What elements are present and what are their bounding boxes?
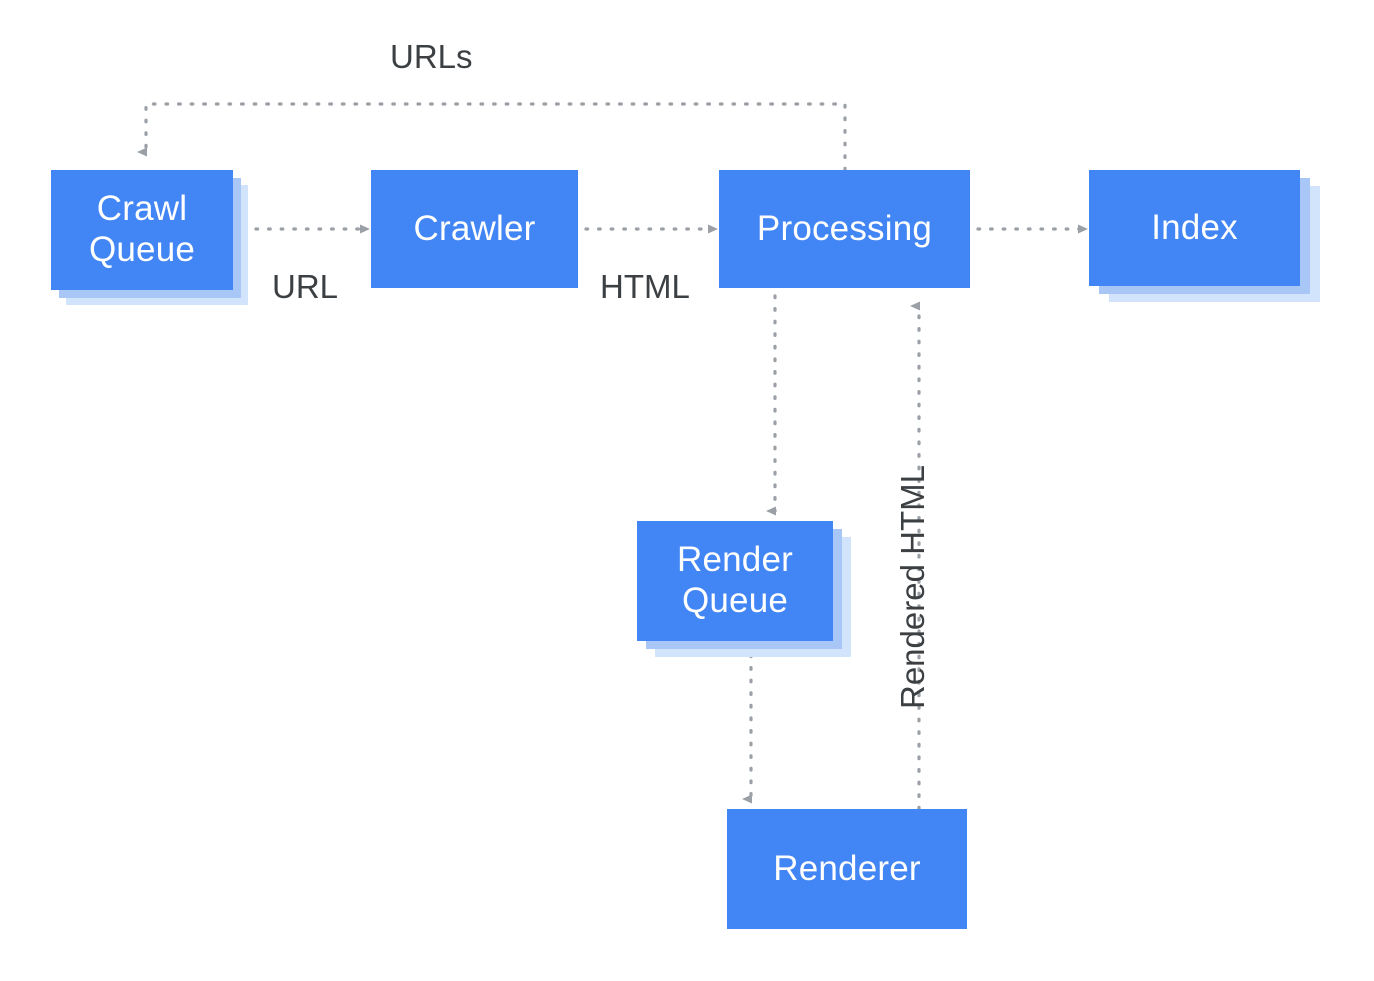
node-label: Crawl Queue: [88, 189, 196, 269]
node-render-queue[interactable]: Render Queue: [637, 521, 851, 657]
edge-processing-to-crawl-queue: [137, 102, 847, 172]
node-crawler[interactable]: Crawler: [371, 170, 578, 288]
edge-label-url: URL: [272, 268, 339, 305]
node-face: Processing: [719, 170, 970, 288]
node-index[interactable]: Index: [1089, 170, 1320, 302]
node-label: Crawler: [413, 208, 536, 248]
edge-label-html: HTML: [600, 268, 690, 305]
node-face: Renderer: [727, 809, 967, 929]
edge-label-rendered-html: Rendered HTML: [894, 465, 931, 709]
node-processing[interactable]: Processing: [719, 170, 970, 288]
node-face: Render Queue: [637, 521, 833, 641]
edge-label-urls: URLs: [390, 38, 473, 75]
node-face: Crawl Queue: [51, 170, 233, 290]
node-face: Index: [1089, 170, 1300, 286]
node-label: Renderer: [773, 848, 921, 888]
node-label: Render Queue: [677, 540, 793, 620]
node-renderer[interactable]: Renderer: [727, 809, 967, 929]
node-label: Index: [1151, 207, 1238, 247]
node-crawl-queue[interactable]: Crawl Queue: [51, 170, 248, 305]
node-label: Processing: [756, 208, 933, 248]
node-face: Crawler: [371, 170, 578, 288]
